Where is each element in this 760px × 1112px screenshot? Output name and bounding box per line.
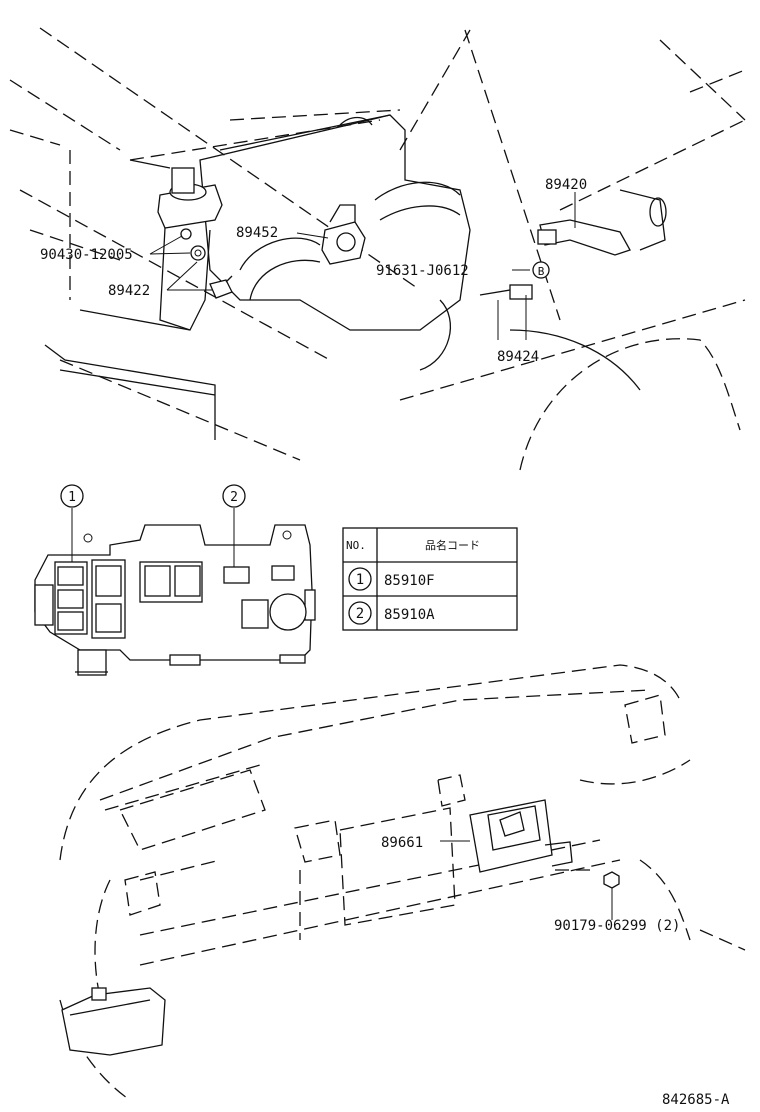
callout-89420: 89420 <box>545 177 587 193</box>
callout-90430-12005: 90430-12005 <box>40 247 133 263</box>
engine-bay-drawing <box>9 27 746 471</box>
marker-b-circle <box>532 261 550 279</box>
callout-89422: 89422 <box>108 283 150 299</box>
connector-marker-2: 2 <box>230 490 238 505</box>
code-table <box>342 527 518 631</box>
callout-91631-J0612: 91631-J0612 <box>376 263 469 279</box>
table-header-code: 品名コード <box>425 538 480 552</box>
table-row-1-no: 1 <box>356 572 364 588</box>
dashboard-drawing <box>59 664 746 1101</box>
connector-marker-2-circle <box>222 484 246 508</box>
callout-90179-06299: 90179-06299 (2) <box>554 918 680 934</box>
leader-lines-top <box>149 192 576 340</box>
table-row-2-code: 85910A <box>384 607 435 623</box>
connector-marker-1-circle <box>60 484 84 508</box>
callout-89452: 89452 <box>236 225 278 241</box>
drawing-number: 842685-A <box>662 1092 730 1108</box>
junction-block-drawing <box>34 508 316 676</box>
connector-marker-1: 1 <box>68 490 76 505</box>
table-row-1-code: 85910F <box>384 573 435 589</box>
marker-b-label: B <box>538 265 545 278</box>
table-row-2-no: 2 <box>356 606 364 622</box>
table-header-no: NO. <box>346 539 366 552</box>
callout-89424: 89424 <box>497 349 539 365</box>
callout-89661: 89661 <box>381 835 423 851</box>
